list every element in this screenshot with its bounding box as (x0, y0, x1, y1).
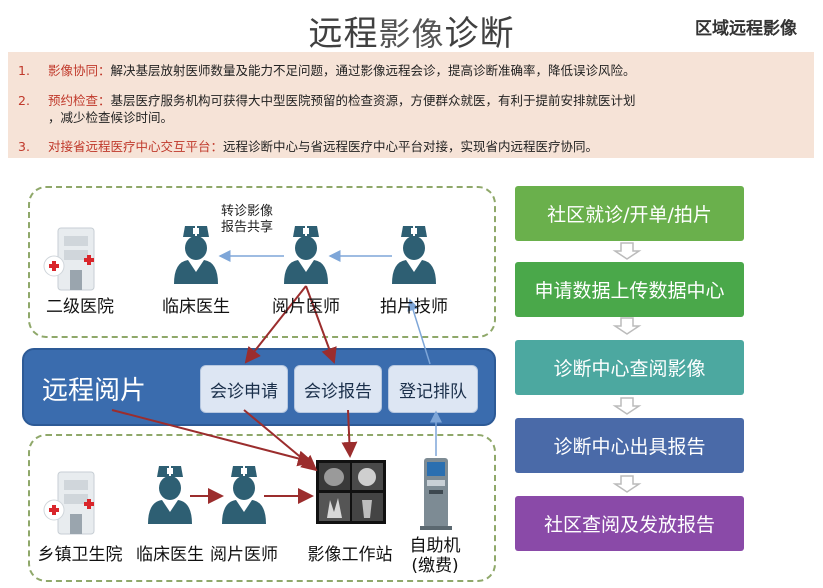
share-note-line-1: 转诊影像 (220, 204, 273, 219)
note-1: 1. 影像协同：解决基层放射医师数量及能力不足问题，通过影像远程会诊，提高诊断准确… (18, 62, 636, 79)
township-hospital-label: 乡镇卫生院 (37, 545, 123, 565)
note-key: 对接省远程医疗中心交互平台： (48, 139, 224, 154)
band-to-workstation-arrow (111, 409, 314, 467)
note-text: 基层医疗服务机构可获得大中型医院预留的检查资源，方便群众就医，有利于提前安排就医… (110, 93, 636, 108)
flow-step-4: 诊断中心出具报告 (515, 418, 744, 473)
title-part-1: 远程 (308, 14, 379, 54)
note-text: 远程诊断中心与省远程医疗中心平台对接，实现省内远程医疗协同。 (223, 139, 599, 154)
top-clinician-label: 临床医生 (162, 297, 230, 317)
technician-label: 拍片技师 (380, 297, 448, 317)
kiosk-label-line-1: 自助机 (409, 536, 461, 556)
band-label: 远程阅片 (42, 376, 147, 406)
register-to-technician-arrow (407, 298, 431, 365)
consult-request-button[interactable]: 会诊申请 (200, 365, 288, 413)
note-number: 2. (18, 93, 30, 108)
note-2: 2. 预约检查：基层医疗服务机构可获得大中型医院预留的检查资源，方便群众就医，有利… (18, 92, 636, 126)
notes-panel: 1. 影像协同：解决基层放射医师数量及能力不足问题，通过影像远程会诊，提高诊断准确… (8, 52, 814, 158)
bottom-clinician-label: 临床医生 (136, 545, 204, 565)
self-service-kiosk-icon (420, 458, 452, 530)
flow-down-arrow (612, 317, 642, 335)
note-number: 1. (18, 63, 30, 78)
secondary-hospital-icon (43, 227, 95, 291)
note-continuation: ，减少检查候诊时间。 (48, 110, 174, 125)
page-title: 远程影像诊断 (0, 6, 823, 55)
flow-down-arrow (612, 475, 642, 493)
note-text: 解决基层放射医师数量及能力不足问题，通过影像远程会诊，提高诊断准确率，降低误诊风… (110, 63, 636, 78)
flow-down-arrow (612, 397, 642, 415)
flow-step-1: 社区就诊/开单/拍片 (515, 186, 744, 241)
flow-down-arrow (612, 242, 642, 260)
consult-report-button[interactable]: 会诊报告 (294, 365, 382, 413)
flow-arrows (612, 242, 642, 493)
note-number: 3. (18, 139, 30, 154)
township-hospital-icon (43, 471, 95, 535)
note-3: 3. 对接省远程医疗中心交互平台：远程诊断中心与省远程医疗中心平台对接，实现省内远… (18, 138, 598, 155)
top-reader-label: 阅片医师 (272, 297, 340, 317)
bottom-reader-label: 阅片医师 (210, 545, 278, 565)
bottom-clinician-icon (148, 466, 192, 524)
reader-to-consult-report-arrow (305, 285, 337, 364)
title-part-3: 诊断 (444, 14, 515, 54)
corner-label: 区域远程影像 (695, 19, 797, 39)
flow-step-3: 诊断中心查阅影像 (515, 340, 744, 395)
kiosk-label: 自助机 (缴费) (400, 536, 470, 576)
top-reader-icon (284, 226, 328, 284)
secondary-hospital-label: 二级医院 (46, 297, 114, 317)
township-hospital-zone (28, 434, 496, 582)
share-note-line-2: 报告共享 (220, 220, 273, 235)
kiosk-label-line-2: (缴费) (411, 556, 459, 576)
note-key: 影像协同： (48, 63, 111, 78)
workstation-label: 影像工作站 (307, 545, 393, 565)
flow-step-2: 申请数据上传数据中心 (515, 262, 744, 317)
share-note: 转诊影像 报告共享 (212, 204, 282, 236)
flow-step-5: 社区查阅及发放报告 (515, 496, 744, 551)
secondary-hospital-zone (28, 186, 496, 338)
imaging-workstation-icon (316, 460, 386, 524)
technician-icon (392, 226, 436, 284)
bottom-reader-icon (222, 466, 266, 524)
title-part-2: 影像 (378, 15, 445, 53)
note-key: 预约检查： (48, 93, 111, 108)
reader-to-consult-request-arrow (244, 285, 307, 364)
consult-report-to-workstation-arrow (341, 409, 358, 458)
